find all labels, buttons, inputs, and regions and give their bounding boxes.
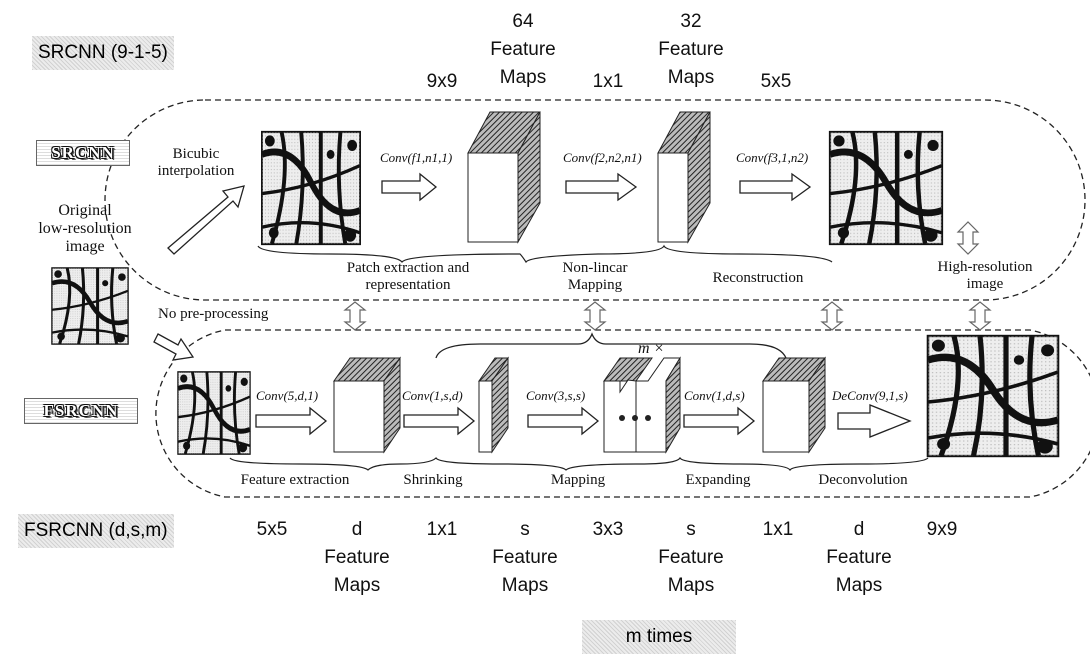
fsrcnn-map-4: d Feature Maps — [814, 516, 904, 600]
stage-reconstruction: Reconstruction — [712, 270, 804, 286]
srcnn-featuremap-32-label: 32 Feature Maps — [646, 8, 736, 92]
sym: d — [853, 519, 865, 540]
line1: Feature — [492, 547, 558, 568]
highres-line-1: High-resolution — [937, 259, 1033, 275]
line2: Maps — [835, 575, 883, 596]
fsrcnn-logo: FSRCNN — [24, 398, 138, 424]
srcnn-conv-3: Conv(f3,1,n2) — [736, 150, 809, 165]
line1: Feature — [658, 39, 724, 60]
patch-line-2: representation — [365, 277, 451, 293]
srcnn-kernel-3: 5x5 — [760, 71, 792, 92]
srcnn-logo: SRCNN — [36, 140, 130, 166]
patch-line-1: Patch extraction and — [346, 260, 470, 276]
original-line-1: Original — [58, 202, 112, 219]
fsrcnn-kernel-5: 9x9 — [926, 519, 958, 540]
stage-feature-extraction: Feature extraction — [240, 472, 350, 488]
m-times-brace — [435, 332, 787, 359]
highres-line-2: image — [966, 276, 1004, 292]
m-times-symbol: m × — [638, 340, 665, 357]
line2: Maps — [667, 67, 715, 88]
m-times-tag: m times — [582, 620, 736, 654]
count: 64 — [512, 11, 534, 32]
original-image-label: Original low-resolution image — [30, 202, 140, 256]
srcnn-tag: SRCNN (9-1-5) — [32, 36, 174, 70]
line1: Feature — [490, 39, 556, 60]
srcnn-kernel-2: 1x1 — [592, 71, 624, 92]
stage-shrinking: Shrinking — [403, 472, 463, 488]
line2: Maps — [333, 575, 381, 596]
fsrcnn-kernel-3: 3x3 — [592, 519, 624, 540]
no-preprocessing-label: No pre-processing — [158, 306, 269, 322]
count: 32 — [680, 11, 702, 32]
srcnn-featuremap-64-label: 64 Feature Maps — [478, 8, 568, 92]
fsrcnn-conv-2: Conv(1,s,d) — [402, 388, 463, 403]
stage-patch-extraction: Patch extraction and representation — [320, 260, 496, 294]
srcnn-conv-1: Conv(f1,n1,1) — [380, 150, 453, 165]
sym: s — [520, 519, 530, 540]
bicubic-label: Bicubic interpolation — [146, 146, 246, 180]
fsrcnn-block-shrink — [478, 356, 509, 454]
line2: Maps — [499, 67, 547, 88]
fsrcnn-map-3: s Feature Maps — [646, 516, 736, 600]
original-line-2: low-resolution — [38, 220, 132, 237]
bicubic-line-1: Bicubic — [172, 146, 220, 162]
fsrcnn-panel — [155, 329, 1090, 498]
fsrcnn-block-feature — [333, 356, 401, 454]
fsrcnn-map-1: d Feature Maps — [312, 516, 402, 600]
stage-deconvolution: Deconvolution — [818, 472, 908, 488]
line2: Maps — [667, 575, 715, 596]
fsrcnn-conv-4: Conv(1,d,s) — [684, 388, 745, 403]
fsrcnn-tag: FSRCNN (d,s,m) — [18, 514, 174, 548]
line1: Feature — [324, 547, 390, 568]
sym: s — [686, 519, 696, 540]
fsrcnn-kernel-1: 5x5 — [256, 519, 288, 540]
stage-expanding: Expanding — [685, 472, 751, 488]
fsrcnn-conv-1: Conv(5,d,1) — [256, 388, 319, 403]
stage-nonlinear-mapping: Non-lincar Mapping — [540, 260, 650, 294]
fsrcnn-map-2: s Feature Maps — [480, 516, 570, 600]
fsrcnn-deconv: DeConv(9,1,s) — [832, 388, 908, 403]
bicubic-line-2: interpolation — [157, 163, 235, 179]
fsrcnn-stage-bracket — [229, 456, 929, 472]
line1: Feature — [826, 547, 892, 568]
sym: d — [351, 519, 363, 540]
fsrcnn-block-expand — [762, 356, 826, 454]
fsrcnn-kernel-2: 1x1 — [426, 519, 458, 540]
fsrcnn-block-mapping — [603, 356, 681, 454]
srcnn-featuremap-32 — [657, 111, 711, 244]
nonlinear-line-1: Non-lincar — [562, 260, 628, 276]
srcnn-kernel-1: 9x9 — [426, 71, 458, 92]
stage-mapping: Mapping — [550, 472, 606, 488]
srcnn-featuremap-64 — [467, 111, 541, 244]
fsrcnn-kernel-4: 1x1 — [762, 519, 794, 540]
line1: Feature — [658, 547, 724, 568]
high-resolution-label: High-resolution image — [922, 259, 1048, 293]
line2: Maps — [501, 575, 549, 596]
srcnn-stage-bracket — [257, 244, 833, 264]
original-line-3: image — [65, 238, 105, 255]
srcnn-conv-2: Conv(f2,n2,n1) — [563, 150, 642, 165]
fsrcnn-conv-3: Conv(3,s,s) — [526, 388, 586, 403]
nonlinear-line-2: Mapping — [567, 277, 623, 293]
